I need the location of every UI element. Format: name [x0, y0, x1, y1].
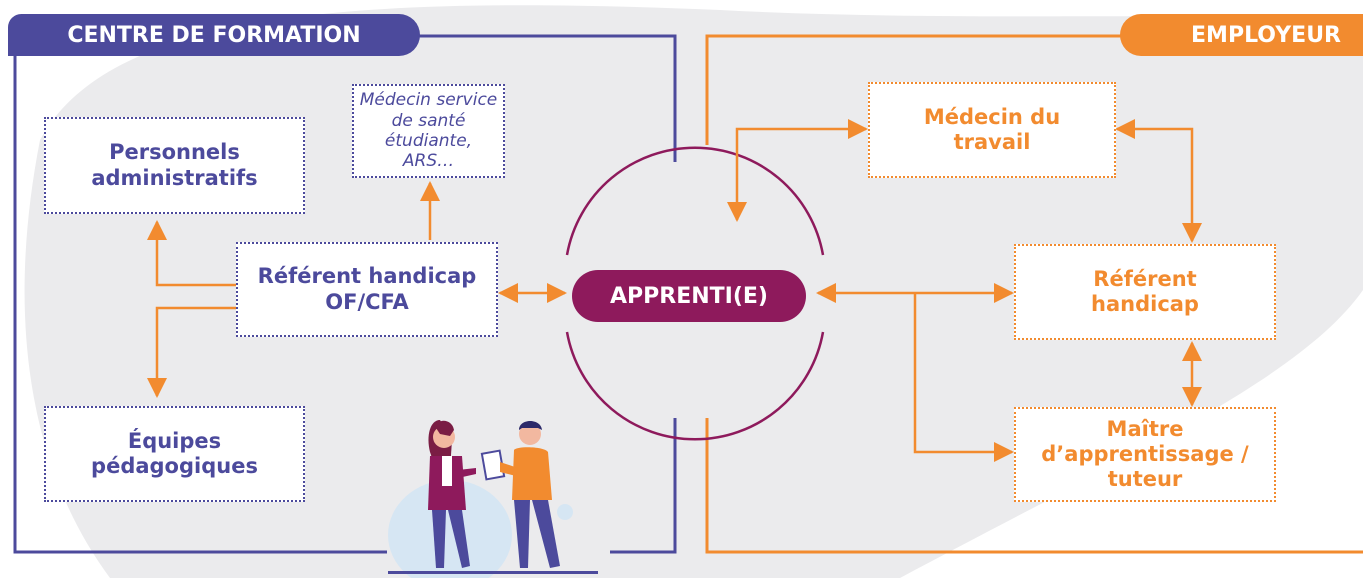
equipes-line-2: pédagogiques: [91, 454, 258, 478]
maitre-apprentissage-box: Maître d’apprentissage / tuteur: [1014, 407, 1276, 502]
equipes-pedagogiques-box: Équipes pédagogiques: [44, 406, 305, 502]
personnels-line-1: Personnels: [109, 140, 240, 165]
maitre-line-1: Maître: [1106, 416, 1184, 441]
referent-employeur-line-2: handicap: [1091, 292, 1199, 316]
medecin-travail-line-1: Médecin du: [923, 104, 1061, 129]
medecin-sante-etudiante-box: Médecin service de santé étudiante, ARS…: [352, 84, 505, 178]
referent-handicap-employeur-box: Référent handicap: [1014, 244, 1276, 340]
medecin-travail-box: Médecin du travail: [868, 82, 1116, 178]
arrow-to-personnels: [147, 220, 236, 287]
referent-employeur-line-1: Référent: [1093, 266, 1197, 291]
medecin-sante-line-1: Médecin service: [359, 90, 498, 111]
referent-cfa-line-2: OF/CFA: [325, 289, 409, 314]
arrow-to-maitre: [913, 293, 1014, 462]
equipes-line-1: Équipes: [127, 428, 222, 453]
maitre-line-3: tuteur: [1107, 467, 1183, 492]
apprenti-badge: APPRENTI(E): [572, 270, 806, 322]
formation-header: CENTRE DE FORMATION: [8, 14, 420, 56]
medecin-travail-line-2: travail: [953, 130, 1031, 154]
circle-arc-bottom: [565, 331, 825, 441]
formation-frame: [13, 34, 677, 554]
personnels-line-2: administratifs: [91, 165, 258, 190]
arrow-to-equipes: [147, 306, 236, 398]
arrow-medecin-travail-referent: [1115, 119, 1202, 243]
arrow-medecin-travail-apprenti: [727, 119, 868, 222]
medecin-sante-line-2: de santé étudiante,: [384, 110, 473, 151]
personnels-administratifs-box: Personnels administratifs: [44, 117, 305, 214]
referent-handicap-cfa-box: Référent handicap OF/CFA: [236, 242, 498, 337]
medecin-sante-line-3: ARS…: [402, 151, 455, 172]
people-illustration-icon: [388, 420, 598, 578]
employeur-header: EMPLOYEUR: [1120, 14, 1363, 56]
maitre-line-2: d’apprentissage /: [1041, 441, 1249, 466]
employeur-frame: [705, 34, 1363, 554]
referent-cfa-line-1: Référent handicap: [257, 264, 477, 289]
